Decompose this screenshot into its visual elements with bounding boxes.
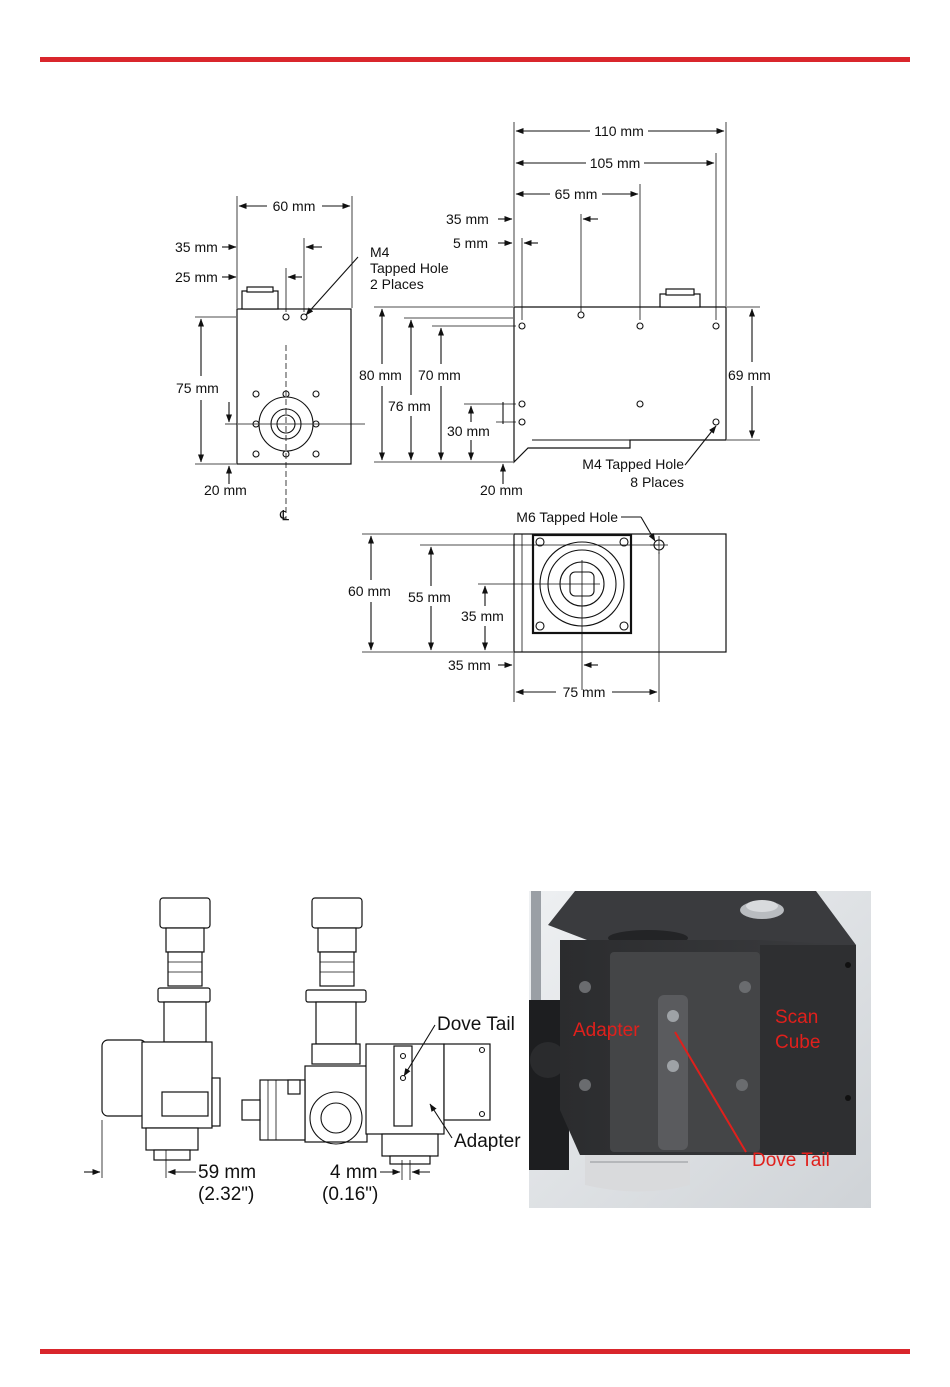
photo-adapter-label: Adapter	[573, 1020, 640, 1041]
front-view-body	[514, 307, 726, 462]
front-offset-35: 35 mm	[446, 211, 489, 227]
front-height-69: 69 mm	[728, 367, 771, 383]
assembly-dim-59mm: 59 mm	[198, 1162, 256, 1183]
front-offset-20: 20 mm	[480, 482, 523, 498]
assembly-dim-4in: (0.16")	[322, 1184, 378, 1205]
photo-cube-label: Cube	[775, 1032, 820, 1053]
side-centerline: ℄	[279, 507, 289, 523]
assembly-drawing: Dove Tail Adapter 59 mm (2.32") 4 mm (0.…	[84, 898, 521, 1205]
front-height-80: 80 mm	[359, 367, 402, 383]
bottom-height-55: 55 mm	[408, 589, 451, 605]
front-height-30: 30 mm	[447, 423, 490, 439]
bottom-m6-label: M6 Tapped Hole	[516, 509, 618, 525]
front-view: 110 mm 105 mm 65 mm 35 mm 5 mm 80 mm 76 …	[359, 122, 771, 498]
side-m4-line2: Tapped Hole	[370, 260, 449, 276]
side-m4-line3: 2 Places	[370, 276, 424, 292]
side-height-75: 75 mm	[176, 380, 219, 396]
front-height-70: 70 mm	[418, 367, 461, 383]
bottom-height-60: 60 mm	[348, 583, 391, 599]
front-width-105: 105 mm	[590, 155, 641, 171]
bottom-width-75: 75 mm	[563, 684, 606, 700]
bottom-view: M6 Tapped Hole 60 mm 55 mm 35 mm 35 mm 7…	[348, 509, 726, 702]
side-view-body	[237, 309, 351, 464]
side-offset-20: 20 mm	[204, 482, 247, 498]
assembly-dim-4mm: 4 mm	[330, 1162, 378, 1183]
side-offset-25: 25 mm	[175, 269, 218, 285]
bottom-offset-35: 35 mm	[448, 657, 491, 673]
photo-dove-tail-label: Dove Tail	[752, 1150, 830, 1171]
assembly-dim-59in: (2.32")	[198, 1184, 254, 1205]
front-width-65: 65 mm	[555, 186, 598, 202]
scan-cube-photo: Adapter Scan Cube Dove Tail	[529, 891, 871, 1208]
side-view: 60 mm 35 mm 25 mm 75 mm 20 mm ℄ M4 Tappe…	[175, 196, 449, 523]
front-m4-line2: 8 Places	[630, 474, 684, 490]
front-height-76: 76 mm	[388, 398, 431, 414]
assembly-dove-tail-label: Dove Tail	[437, 1014, 515, 1035]
front-width-110: 110 mm	[594, 123, 644, 139]
assembly-adapter-label: Adapter	[454, 1131, 521, 1152]
bottom-height-35: 35 mm	[461, 608, 504, 624]
side-offset-35: 35 mm	[175, 239, 218, 255]
front-offset-5: 5 mm	[453, 235, 488, 251]
photo-scan-label: Scan	[775, 1007, 818, 1028]
side-m4-line1: M4	[370, 244, 390, 260]
side-width-60: 60 mm	[273, 198, 316, 214]
front-m4-line1: M4 Tapped Hole	[582, 456, 684, 472]
